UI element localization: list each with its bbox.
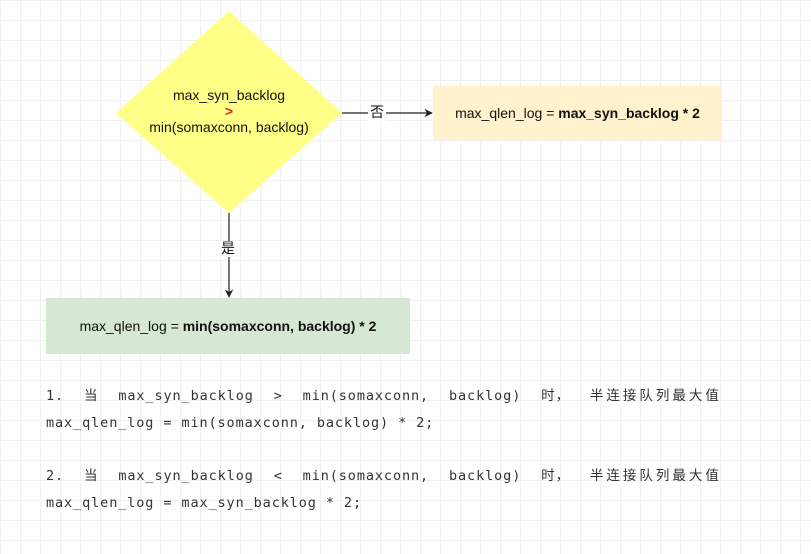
rule-2-word: max_syn_backlog (118, 468, 254, 484)
edge-no-label: 否 (368, 105, 386, 121)
rule-1-word: 时， (541, 388, 570, 404)
rule-1-word: backlog) (449, 388, 522, 404)
rule-1-line2: max_qlen_log = min(somaxconn, backlog) *… (46, 415, 435, 431)
decision-line2: min(somaxconn, backlog) (149, 119, 309, 135)
rule-2-word: 2. (46, 468, 65, 484)
result-no-prefix: max_qlen_log = (455, 105, 559, 121)
decision-text: max_syn_backlog > min(somaxconn, backlog… (129, 86, 329, 136)
result-no-bold: max_syn_backlog (558, 105, 679, 121)
rule-paragraph-1: 1. 当 max_syn_backlog > min(somaxconn, ba… (46, 383, 722, 437)
rule-1-word: max_syn_backlog (118, 388, 254, 404)
rule-1-word: 当 (84, 388, 99, 404)
rule-2-word: 时， (541, 468, 570, 484)
rule-2-word: backlog) (449, 468, 522, 484)
decision-line1: max_syn_backlog (172, 87, 286, 103)
result-box-yes-text: max_qlen_log = min(somaxconn, backlog) *… (46, 317, 410, 335)
rule-2-word: 当 (84, 468, 99, 484)
rule-2-line2: max_qlen_log = max_syn_backlog * 2; (46, 495, 362, 511)
rule-2-line1: 2. 当 max_syn_backlog < min(somaxconn, ba… (46, 463, 722, 490)
edge-yes-label: 是 (219, 241, 237, 257)
result-yes-prefix: max_qlen_log = (79, 318, 183, 334)
result-box-no (433, 86, 722, 140)
result-box-no-text: max_qlen_log = max_syn_backlog * 2 (433, 104, 722, 122)
rule-1-word: 1. (46, 388, 65, 404)
rule-1-word: > (273, 388, 283, 404)
result-yes-bold: min(somaxconn, backlog) (182, 318, 356, 334)
rule-2-word: < (273, 468, 283, 484)
rule-1-word: min(somaxconn, (302, 388, 430, 404)
result-yes-suffix: * 2 (355, 318, 377, 334)
result-box-yes (46, 298, 410, 354)
rule-paragraph-2: 2. 当 max_syn_backlog < min(somaxconn, ba… (46, 463, 722, 517)
rule-1-line1: 1. 当 max_syn_backlog > min(somaxconn, ba… (46, 383, 722, 410)
decision-diamond (116, 11, 342, 213)
decision-operator: > (224, 103, 234, 119)
rule-2-word: 半连接队列最大值 (589, 468, 722, 484)
result-no-suffix: * 2 (678, 105, 700, 121)
rule-1-word: 半连接队列最大值 (589, 388, 722, 404)
rule-2-word: min(somaxconn, (302, 468, 430, 484)
